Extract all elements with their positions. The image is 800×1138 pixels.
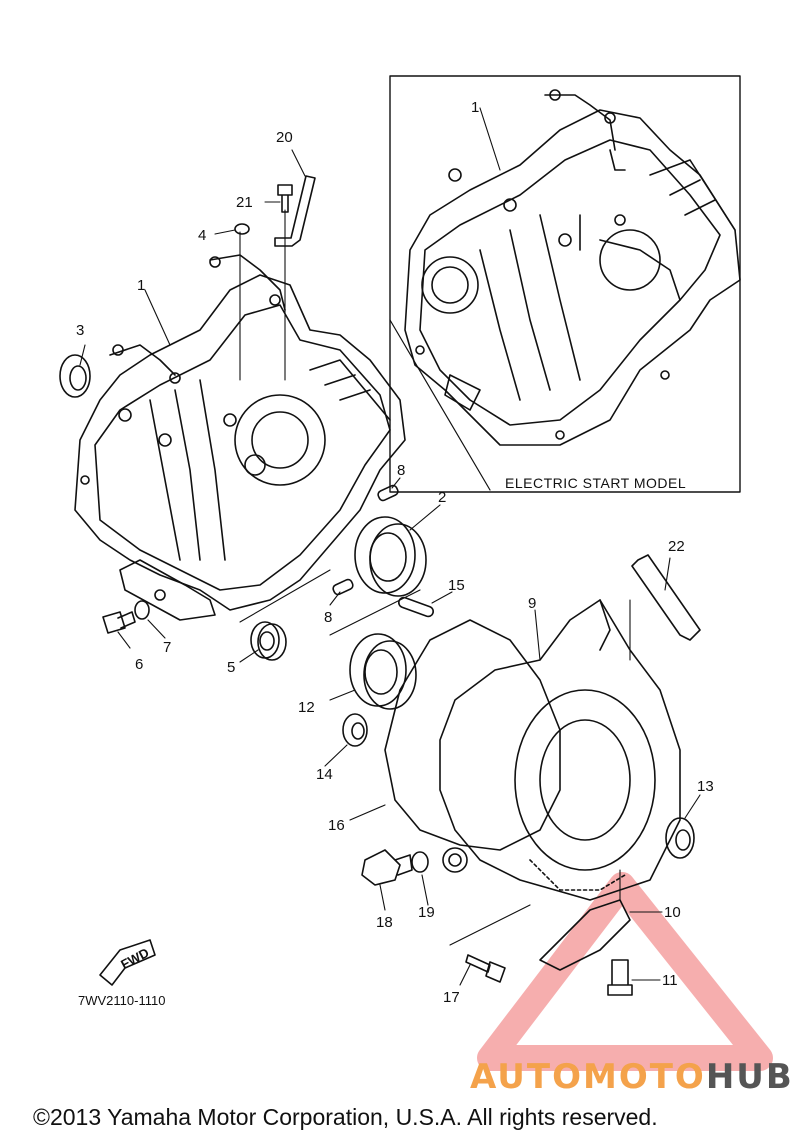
fwd-arrow <box>99 939 156 986</box>
bearing-2 <box>354 516 427 597</box>
callout-8-upper: 8 <box>397 462 406 479</box>
callout-1: 1 <box>137 277 146 294</box>
callout-16: 16 <box>328 817 345 834</box>
bracket-10 <box>539 899 631 971</box>
strip-22 <box>631 554 701 641</box>
part-code: 7WV2110-1110 <box>78 993 166 1008</box>
callout-11: 11 <box>662 972 678 989</box>
callout-1-inset: 1 <box>471 99 480 116</box>
bearing-5 <box>250 621 287 661</box>
bracket-20 <box>274 175 316 247</box>
inset-title: ELECTRIC START MODEL <box>505 475 687 491</box>
callout-20: 20 <box>276 129 293 146</box>
callout-14: 14 <box>316 766 333 783</box>
leader-lines <box>79 107 701 986</box>
inset-crankcase-half <box>404 89 741 446</box>
callout-2: 2 <box>438 489 447 506</box>
drain-plug-18 <box>361 849 413 886</box>
callout-17: 17 <box>443 989 460 1006</box>
bolt-6 <box>102 611 136 634</box>
bolt-17 <box>465 954 506 983</box>
callout-10: 10 <box>664 904 681 921</box>
callout-4: 4 <box>198 227 207 244</box>
callout-8-lower: 8 <box>324 609 333 626</box>
callout-9: 9 <box>528 595 537 612</box>
o-ring-19 <box>411 851 429 873</box>
copyright-notice: ©2013 Yamaha Motor Corporation, U.S.A. A… <box>33 1104 658 1130</box>
bolt-21 <box>277 184 293 213</box>
callout-15: 15 <box>448 577 465 594</box>
callout-12: 12 <box>298 699 315 716</box>
collar-4 <box>234 223 250 235</box>
callout-3: 3 <box>76 322 85 339</box>
callout-22: 22 <box>668 538 685 555</box>
electric-start-inset-box <box>389 75 741 493</box>
callout-18: 18 <box>376 914 393 931</box>
callout-7: 7 <box>163 639 172 656</box>
bolt-11 <box>607 959 633 996</box>
callout-6: 6 <box>135 656 144 673</box>
callout-19: 19 <box>418 904 435 921</box>
crankcase-cover-9 <box>439 599 681 901</box>
callout-5: 5 <box>227 659 236 676</box>
pin-15 <box>397 596 435 618</box>
gasket-16 <box>384 619 561 851</box>
oil-seal-13 <box>665 817 695 859</box>
callout-13: 13 <box>697 778 714 795</box>
watermark-text: AUTOMOTOHUB <box>470 1057 794 1097</box>
dowel-pin-8a <box>377 484 399 502</box>
dowel-pin-8b <box>332 578 354 596</box>
bearing-12 <box>349 633 417 710</box>
crankcase-main-half <box>74 254 406 621</box>
oil-seal-3 <box>59 354 91 398</box>
watermark-triangle <box>477 872 773 1071</box>
oil-seal-14 <box>342 713 368 747</box>
washer-7 <box>134 600 150 620</box>
callout-21: 21 <box>236 194 253 211</box>
